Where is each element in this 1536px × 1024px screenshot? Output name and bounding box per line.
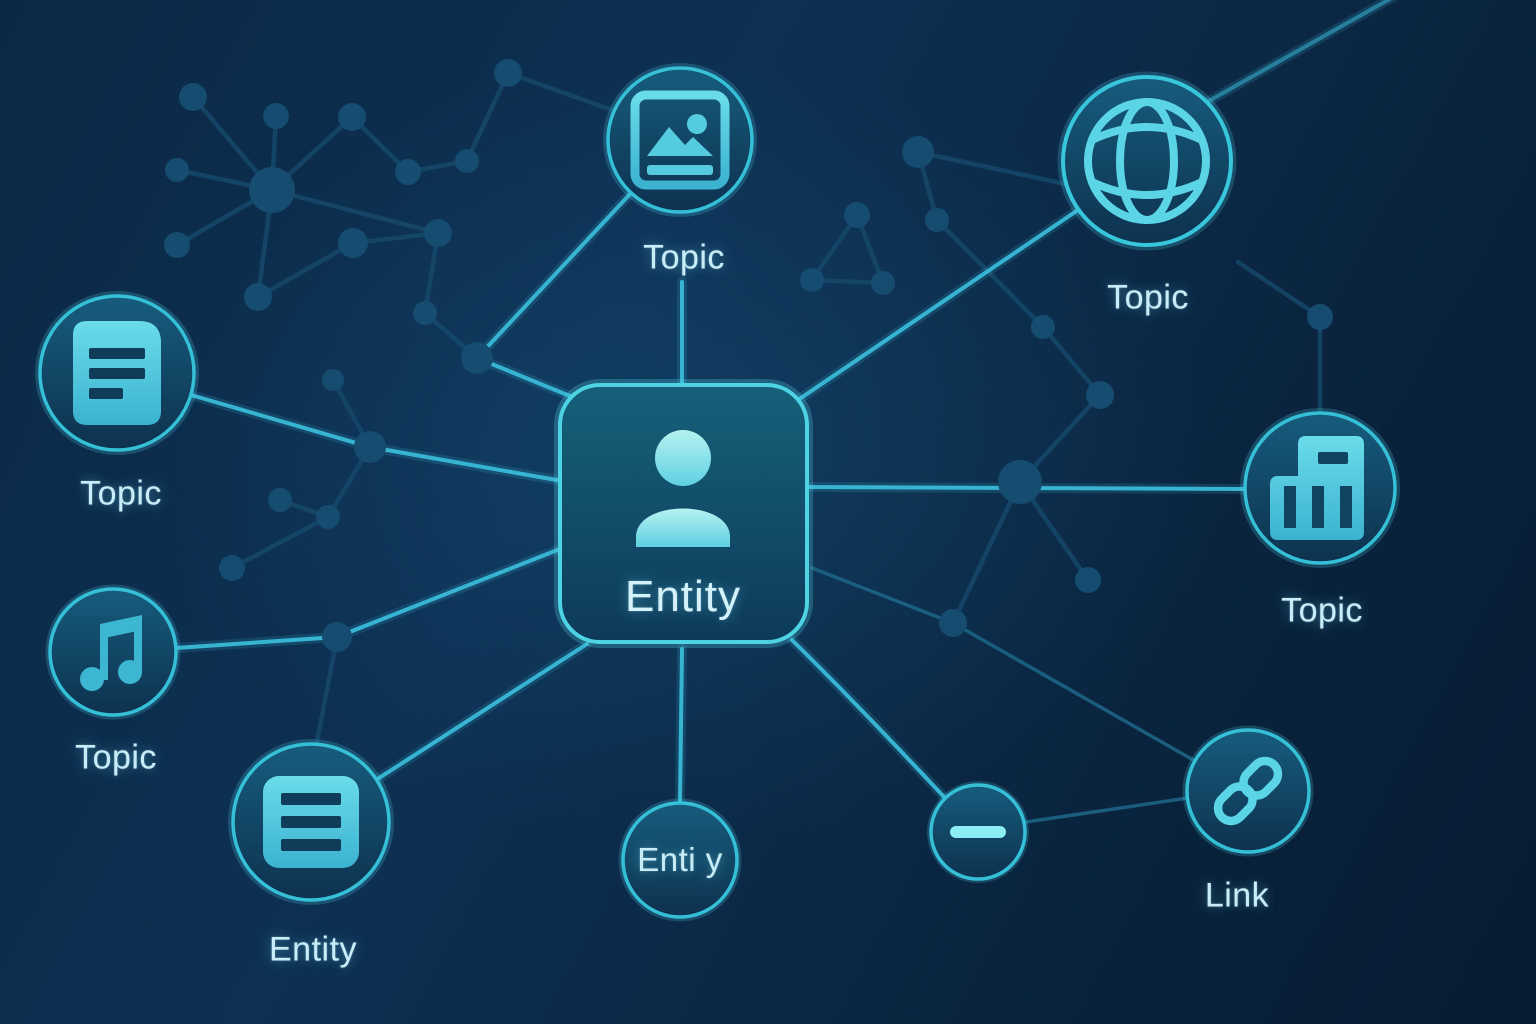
node-label-entity-small: Enti y	[637, 841, 723, 878]
document-icon	[73, 321, 161, 425]
node-label-entity-center: Entity	[624, 572, 742, 621]
node-topic-image	[603, 63, 757, 217]
node-label-topic-music: Topic	[75, 738, 157, 777]
node-label-entity-list: Entity	[268, 930, 358, 969]
node-topic-globe	[1057, 71, 1237, 251]
edge-center-minus	[790, 638, 947, 800]
node-entity-small	[618, 798, 742, 922]
node-label-topic-globe: Topic	[1107, 278, 1189, 317]
edge-topic-globe-offscreen	[1205, 0, 1393, 104]
minus-icon	[950, 826, 1006, 838]
node-topic-building	[1240, 408, 1400, 568]
edge-center-topic-globe	[793, 208, 1080, 404]
node-entity-center	[554, 379, 813, 648]
music-note-icon	[80, 615, 142, 691]
node-label-topic-image: Topic	[643, 238, 725, 277]
secondary-connections	[810, 566, 1197, 824]
image-icon	[630, 90, 730, 190]
building-chart-icon	[1270, 436, 1364, 540]
node-link	[1182, 725, 1314, 857]
node-topic-document	[35, 291, 199, 455]
edge-center-entity-list	[374, 642, 589, 782]
network-dots	[164, 59, 1333, 652]
list-icon	[263, 776, 359, 868]
edge-center-entity-small	[678, 647, 684, 803]
globe-icon	[1084, 98, 1210, 224]
node-label-topic-document: Topic	[80, 474, 162, 513]
node-label-link: Link	[1204, 876, 1270, 915]
node-label-topic-building: Topic	[1281, 591, 1363, 630]
node-minus	[927, 781, 1029, 883]
node-entity-list	[228, 739, 394, 905]
person-icon	[636, 430, 730, 547]
node-topic-music	[45, 584, 181, 720]
